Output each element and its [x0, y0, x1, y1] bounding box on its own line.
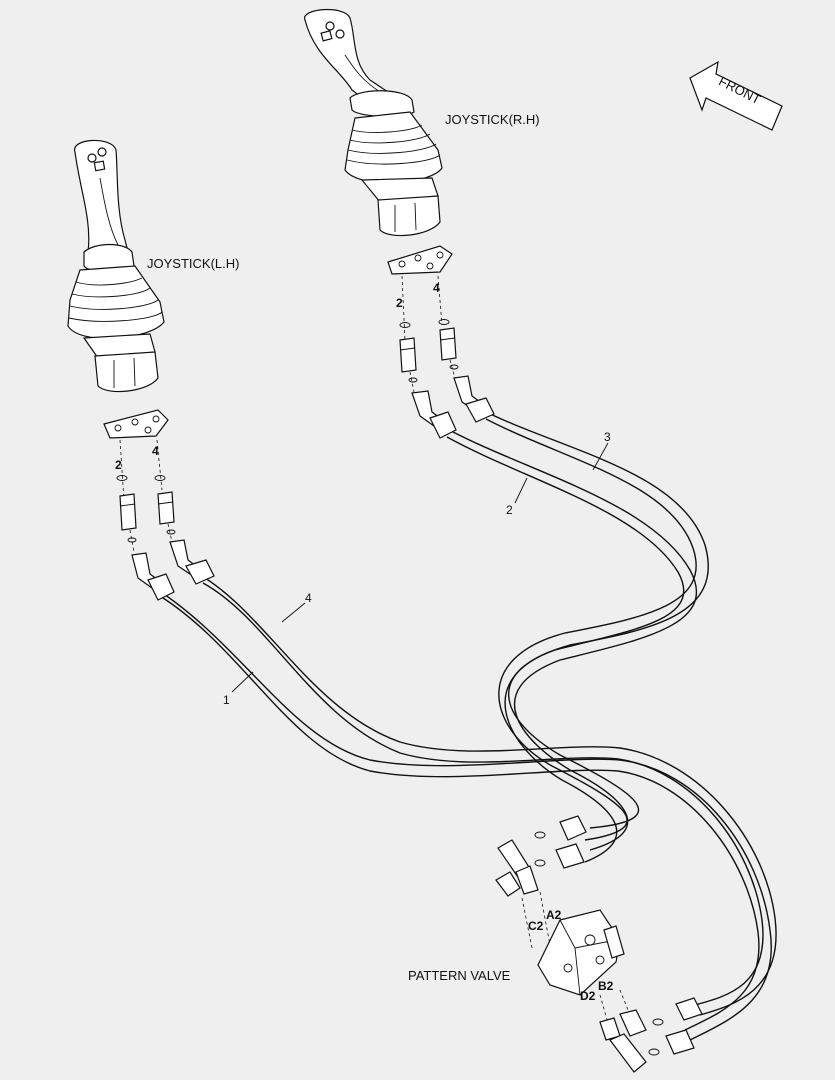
port-label-a2: A2: [546, 908, 562, 922]
callout-hose-4: 4: [281, 591, 312, 623]
callout-number: 3: [604, 430, 611, 444]
hose-2: [439, 424, 698, 863]
port-label-lh-4: 4: [152, 444, 159, 458]
hose-3: [477, 407, 709, 841]
hose-4: [194, 571, 777, 1016]
callout-hose-2: 2: [506, 477, 528, 517]
callout-hose-3: 3: [592, 430, 611, 471]
pattern-valve-label: PATTERN VALVE: [408, 968, 511, 983]
joystick-rh-label: JOYSTICK(R.H): [445, 112, 540, 127]
hose-1: [149, 584, 772, 1041]
port-label-b2: B2: [598, 979, 614, 993]
joystick-lh-label: JOYSTICK(L.H): [147, 256, 239, 271]
port-label-rh-2: 2: [396, 296, 403, 310]
pattern-valve: [495, 815, 703, 1073]
port-label-lh-2: 2: [115, 458, 122, 472]
callout-hose-1: 1: [223, 671, 254, 707]
callout-number: 2: [506, 503, 513, 517]
front-arrow: FRONT: [689, 60, 783, 131]
joystick-lh: [67, 139, 215, 601]
port-label-rh-4: 4: [433, 281, 440, 295]
callout-number: 1: [223, 693, 230, 707]
port-label-d2: D2: [580, 989, 596, 1003]
callout-number: 4: [305, 591, 312, 605]
port-label-c2: C2: [528, 919, 544, 933]
joystick-rh: [304, 8, 495, 439]
